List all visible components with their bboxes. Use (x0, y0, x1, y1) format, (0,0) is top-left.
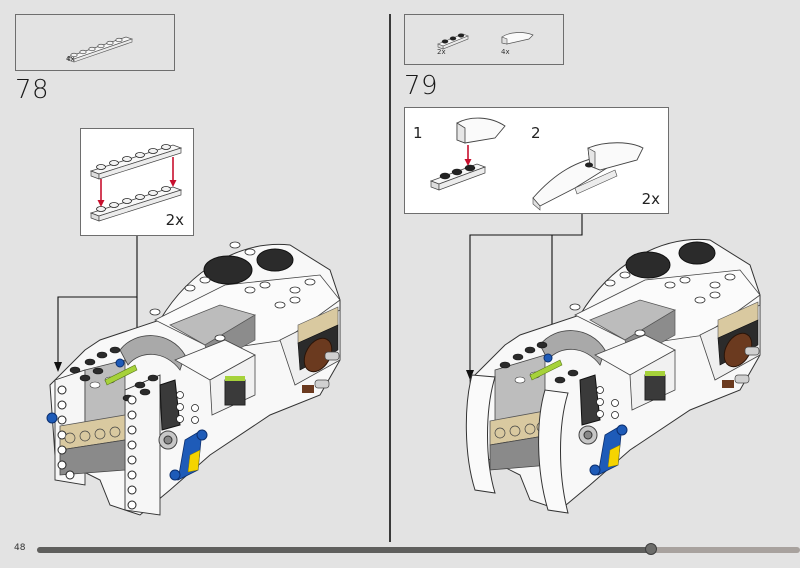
step-number: 78 (15, 75, 50, 105)
parts-list-step-79: 2x 4x (404, 14, 564, 65)
part-quantity: 4x (501, 48, 510, 56)
callout-multiplier: 2x (165, 211, 184, 229)
plate-1x6-icon (66, 36, 134, 63)
curved-slope-icon (501, 32, 534, 45)
part-quantity: 4x (66, 55, 75, 63)
step-number: 79 (404, 71, 439, 101)
plate-stack-illustration (89, 144, 183, 222)
progress-track (37, 543, 800, 555)
page-divider (389, 14, 391, 542)
plate-1x3-icon (437, 33, 469, 50)
callout-multiplier: 2x (641, 190, 660, 208)
sub-step-1-label: 1 (413, 124, 423, 142)
progress-knob[interactable] (645, 543, 658, 555)
sub-step-2-label: 2 (531, 124, 541, 142)
progress-fill (37, 547, 652, 553)
model-illustration-79 (465, 238, 761, 514)
part-quantity: 2x (437, 48, 446, 56)
parts-list-step-78: 4x (15, 14, 175, 71)
model-illustration-78 (46, 241, 341, 516)
page-number: 48 (14, 543, 26, 553)
sub-assembly-callout-78: 2x (80, 128, 194, 236)
sub-assembly-callout-79: 1 2 2x (404, 107, 669, 214)
slope-assembly-illustration (429, 117, 644, 211)
